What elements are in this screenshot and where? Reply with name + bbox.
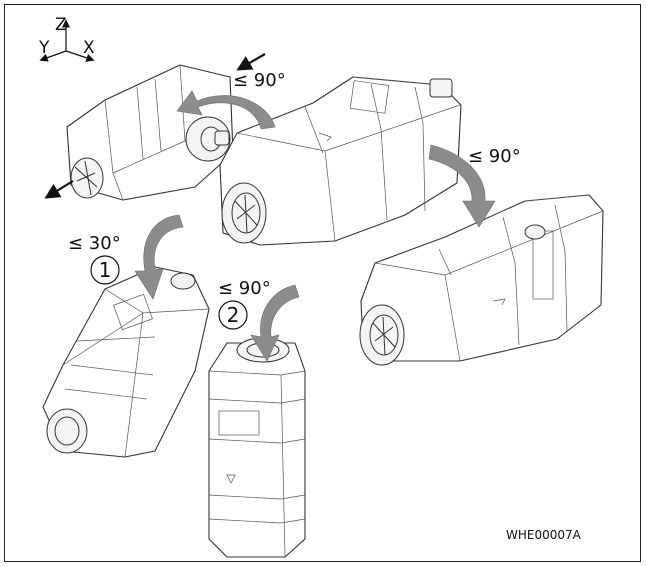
heater-tilted [42,266,210,458]
figure-reference-code: WHE00007A [506,528,582,542]
step-number-1: 1 [99,258,112,282]
angle-label-right: ≤ 90° [468,146,521,167]
step-callout-2: 2 [218,300,248,330]
axis-z-label: Z [55,15,67,35]
angle-label-vertical: ≤ 90° [218,278,271,299]
rotation-arrow-tilt [134,214,184,300]
heater-rotated-right [359,194,604,366]
rotation-arrow-vertical [250,284,300,362]
diagram-frame: Z Y X [4,4,641,562]
step-callout-1: 1 [90,255,120,285]
angle-label-top: ≤ 90° [233,70,286,91]
angle-label-tilt: ≤ 30° [68,233,121,254]
rotation-arrow-right [428,144,496,228]
axis-x-label: X [83,38,95,58]
rotation-arrow-top [176,90,276,130]
heater-vertical [208,337,306,558]
installation-orientation-diagram: Z Y X [38,15,604,558]
axis-y-label: Y [38,38,50,58]
step-number-2: 2 [227,303,240,327]
coordinate-axes: Z Y X [38,15,95,62]
heater-standard-orientation [219,76,462,246]
